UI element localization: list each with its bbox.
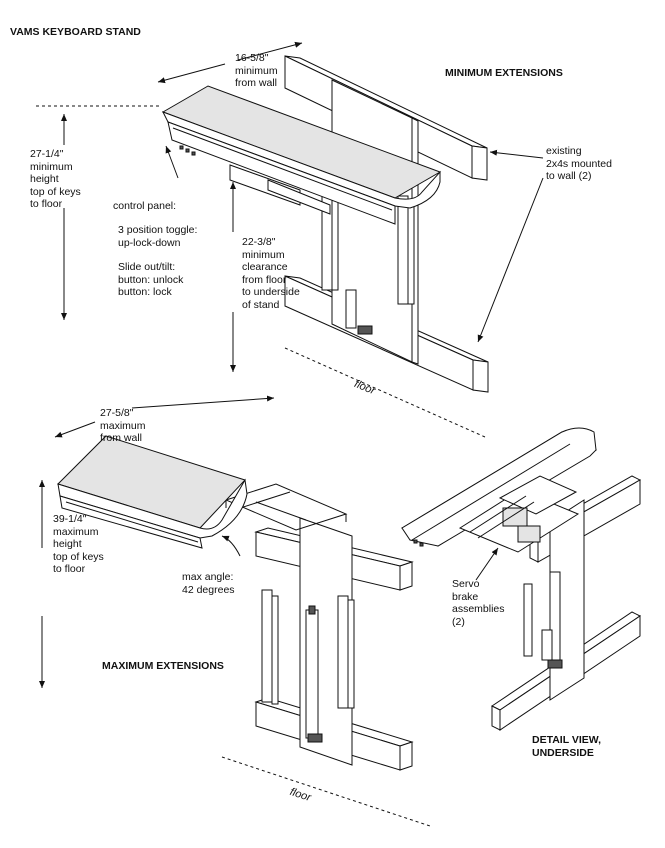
- diagram-title: VAMS KEYBOARD STAND: [10, 26, 141, 38]
- max-from-wall-label: 27-5/8" maximum from wall: [100, 407, 146, 444]
- max-frame: [224, 483, 348, 531]
- min-height-label: 27-1/4" minimum height top of keys to fl…: [30, 148, 81, 210]
- control-panel-toggle: 3 position toggle: up-lock-down: [118, 224, 198, 249]
- control-panel-slide: Slide out/tilt: button: unlock button: l…: [118, 261, 184, 298]
- max-dimension-lines: [39, 395, 431, 827]
- min-dimension-lines: [36, 41, 544, 438]
- max-height-label: 39-1/4" maximum height top of keys to fl…: [53, 513, 104, 575]
- min-heading: MINIMUM EXTENSIONS: [445, 67, 563, 79]
- detail-heading: DETAIL VIEW, UNDERSIDE: [532, 734, 602, 759]
- min-keyboard-tray: [161, 85, 442, 225]
- servo-brake-assemblies: [458, 475, 580, 553]
- min-clearance-label: 22-3/8" minimum clearance from floor to …: [242, 236, 300, 311]
- max-angle-label: max angle: 42 degrees: [182, 571, 235, 596]
- max-keyboard-tray: [57, 435, 248, 549]
- servo-label: Servo brake assemblies (2): [452, 578, 505, 628]
- detail-keyboard-tray: [400, 427, 598, 547]
- max-legs: [261, 589, 355, 743]
- detail-callout-lines: [475, 547, 499, 581]
- control-panel-title: control panel:: [113, 200, 177, 212]
- max-heading: MAXIMUM EXTENSIONS: [102, 660, 224, 672]
- detail-legs: [523, 571, 563, 669]
- min-from-wall-label: 16-5/8" minimum from wall: [235, 52, 278, 89]
- min-studs-label: existing 2x4s mounted to wall (2): [546, 145, 612, 182]
